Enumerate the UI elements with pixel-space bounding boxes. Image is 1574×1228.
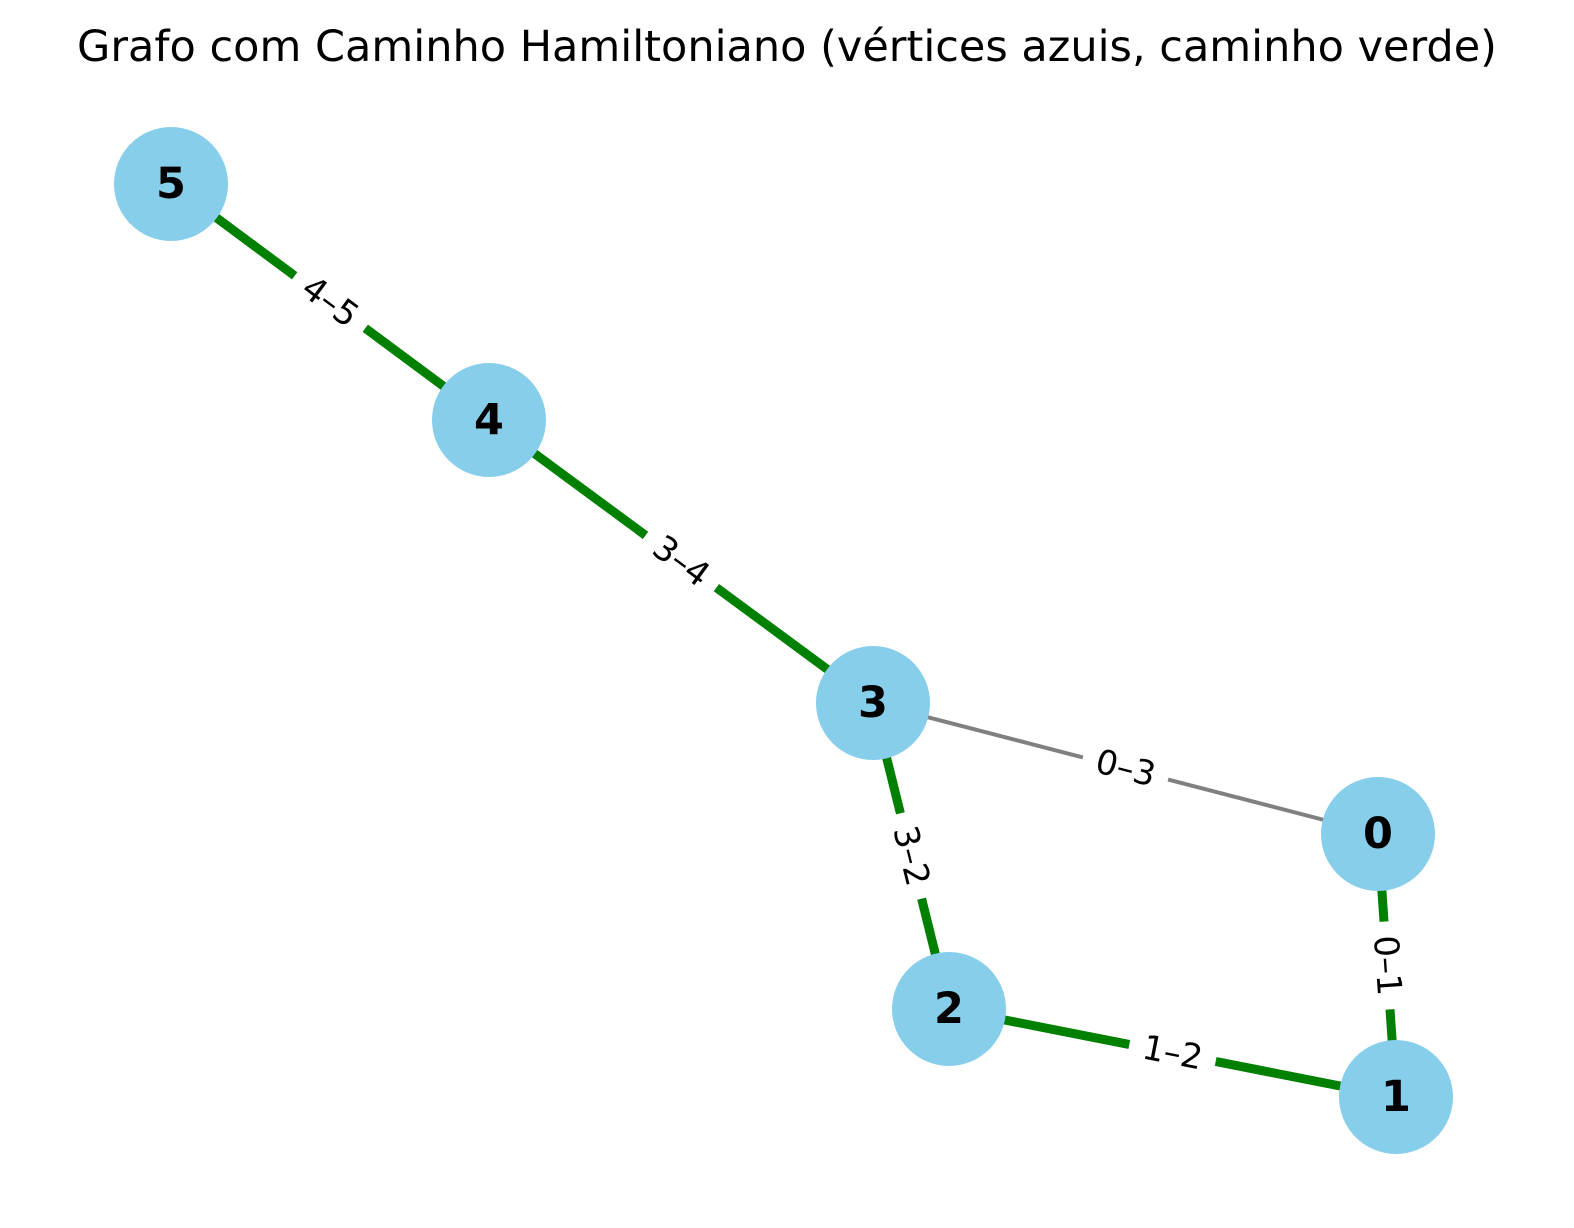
edge-label-3-2: 3–2	[884, 822, 937, 890]
node-label-1: 1	[1381, 1072, 1411, 1122]
node-0	[1321, 777, 1435, 891]
node-label-3: 3	[858, 678, 888, 728]
edge-label-group-0-1: 0–1	[1362, 920, 1412, 1011]
edge-label-background	[281, 258, 379, 346]
edge-label-0-3: 0–3	[1091, 742, 1159, 796]
node-5	[114, 127, 228, 241]
edge-label-background	[1077, 736, 1174, 801]
node-label-5: 5	[156, 159, 186, 209]
nodes-layer: 0 1 2 3 4 5	[114, 127, 1453, 1154]
edge-label-background	[1362, 920, 1412, 1011]
node-2	[892, 952, 1006, 1066]
edge-label-group-3-2: 3–2	[879, 807, 943, 905]
node-label-4: 4	[474, 395, 504, 445]
graph-title: Grafo com Caminho Hamiltoniano (vértices…	[77, 22, 1497, 72]
edge-label-group-1-2: 1–2	[1125, 1022, 1220, 1084]
node-label-2: 2	[934, 984, 964, 1034]
edge-label-background	[1125, 1022, 1220, 1084]
edge-label-group-0-3: 0–3	[1077, 736, 1174, 801]
node-4	[432, 363, 546, 477]
edge-label-background	[879, 807, 943, 905]
edge-label-background	[632, 517, 730, 606]
node-label-0: 0	[1363, 809, 1393, 859]
edge-label-group-3-4: 3–4	[632, 517, 730, 606]
node-3	[816, 646, 930, 760]
edge-label-0-1: 0–1	[1365, 934, 1409, 997]
node-1	[1339, 1040, 1453, 1154]
edge-labels-layer: 0–30–11–23–23–44–5	[281, 258, 1412, 1084]
